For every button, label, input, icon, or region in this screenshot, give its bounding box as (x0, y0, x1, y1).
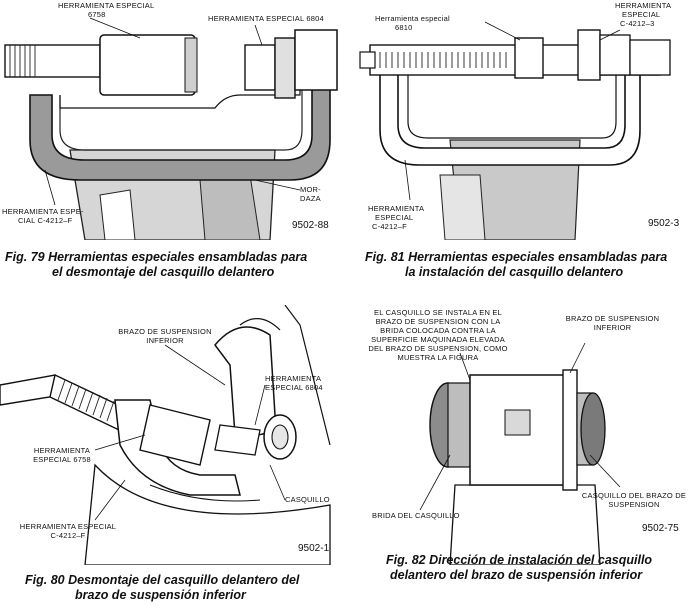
figure-80: BRAZO DE SUSPENSION INFERIOR HERRAMIENTA… (0, 305, 345, 605)
label-tool-c4212f-line2: CIAL C-4212–F (18, 216, 73, 225)
label-tool-6804-line2: ESPECIAL 6804 (265, 383, 323, 392)
label-tool-6810-line2: 6810 (395, 23, 413, 32)
figure-caption-line2: brazo de suspensión inferior (75, 588, 246, 602)
label-bushing: CASQUILLO (285, 495, 330, 504)
label-tool-6804: HERRAMIENTA ESPECIAL 6804 (208, 14, 324, 23)
label-vise-line1: MOR- (300, 185, 321, 194)
note-line1: EL CASQUILLO SE INSTALA EN EL (374, 308, 502, 317)
label-arm-bushing-line2: SUSPENSION (608, 500, 660, 509)
note-line2: BRAZO DE SUSPENSION CON LA (375, 317, 501, 326)
figure-79-illustration (4, 17, 338, 240)
note-line6: MUESTRA LA FIGURA (397, 353, 479, 362)
figure-80-illustration (0, 305, 331, 565)
note-line4: SUPERFICIE MAQUINADA ELEVADA (371, 335, 505, 344)
label-tool-c4212f-line1: HERRAMIENTA ESPE- (2, 207, 84, 216)
figure-caption-line2: delantero del brazo de suspensión inferi… (390, 568, 643, 582)
label-suspension-arm-line2: INFERIOR (146, 336, 184, 345)
label-tool-6758-line1: HERRAMIENTA (33, 446, 91, 455)
label-tool-c4212f-line1: HERRAMIENTA (368, 204, 425, 213)
label-tool-6758-line2: 6758 (88, 10, 106, 19)
figure-81-illustration (359, 21, 671, 240)
label-tool-c4212f-line1: HERRAMIENTA ESPECIAL (19, 522, 117, 531)
label-suspension-arm-line2: INFERIOR (593, 323, 632, 332)
label-tool-6758-line2: ESPECIAL 6758 (33, 455, 91, 464)
note-line3: BRIDA COLOCADA CONTRA LA (380, 326, 496, 335)
note-line5: DEL BRAZO DE SUSPENSION, COMO (368, 344, 508, 353)
figure-caption-line1: Fig. 82 Dirección de instalación del cas… (386, 553, 653, 567)
label-tool-6810-line1: Herramienta especial (375, 14, 450, 23)
figure-82-illustration (419, 342, 621, 565)
figure-code: 9502-88 (292, 220, 329, 231)
figure-code: 9502-75 (642, 523, 679, 534)
label-tool-c42123-line1: HERRAMIENTA (615, 1, 672, 10)
figure-82: EL CASQUILLO SE INSTALA EN EL BRAZO DE S… (350, 305, 694, 605)
figure-81: Herramienta especial 6810 HERRAMIENTA ES… (350, 0, 694, 290)
label-suspension-arm-line1: BRAZO DE SUSPENSION (565, 314, 660, 323)
figure-caption-line1: Fig. 81 Herramientas especiales ensambla… (365, 250, 668, 264)
label-tool-6758-line1: HERRAMIENTA ESPECIAL (58, 1, 155, 10)
figure-caption-line1: Fig. 79 Herramientas especiales ensambla… (5, 250, 308, 264)
label-vise-line2: DAZA (300, 194, 321, 203)
figure-caption-line2: el desmontaje del casquillo delantero (52, 265, 275, 279)
figure-code: 9502-3 (648, 218, 680, 229)
figure-caption-line2: la instalación del casquillo delantero (405, 265, 624, 279)
label-tool-c42123-line2: ESPECIAL (622, 10, 661, 19)
figure-caption-line1: Fig. 80 Desmontaje del casquillo delante… (25, 573, 300, 587)
figure-code: 9502-1 (298, 543, 330, 554)
label-tool-c4212f-line3: C-4212–F (372, 222, 407, 231)
label-bushing-flange: BRIDA DEL CASQUILLO (372, 511, 460, 520)
label-tool-c4212f-line2: C-4212–F (50, 531, 86, 540)
label-tool-6804-line1: HERRAMIENTA (265, 374, 322, 383)
label-arm-bushing-line1: CASQUILLO DEL BRAZO DE (581, 491, 687, 500)
figure-79: HERRAMIENTA ESPECIAL 6758 HERRAMIENTA ES… (0, 0, 345, 290)
label-tool-c42123-line3: C-4212–3 (620, 19, 655, 28)
label-suspension-arm-line1: BRAZO DE SUSPENSION (118, 327, 212, 336)
label-tool-c4212f-line2: ESPECIAL (375, 213, 414, 222)
